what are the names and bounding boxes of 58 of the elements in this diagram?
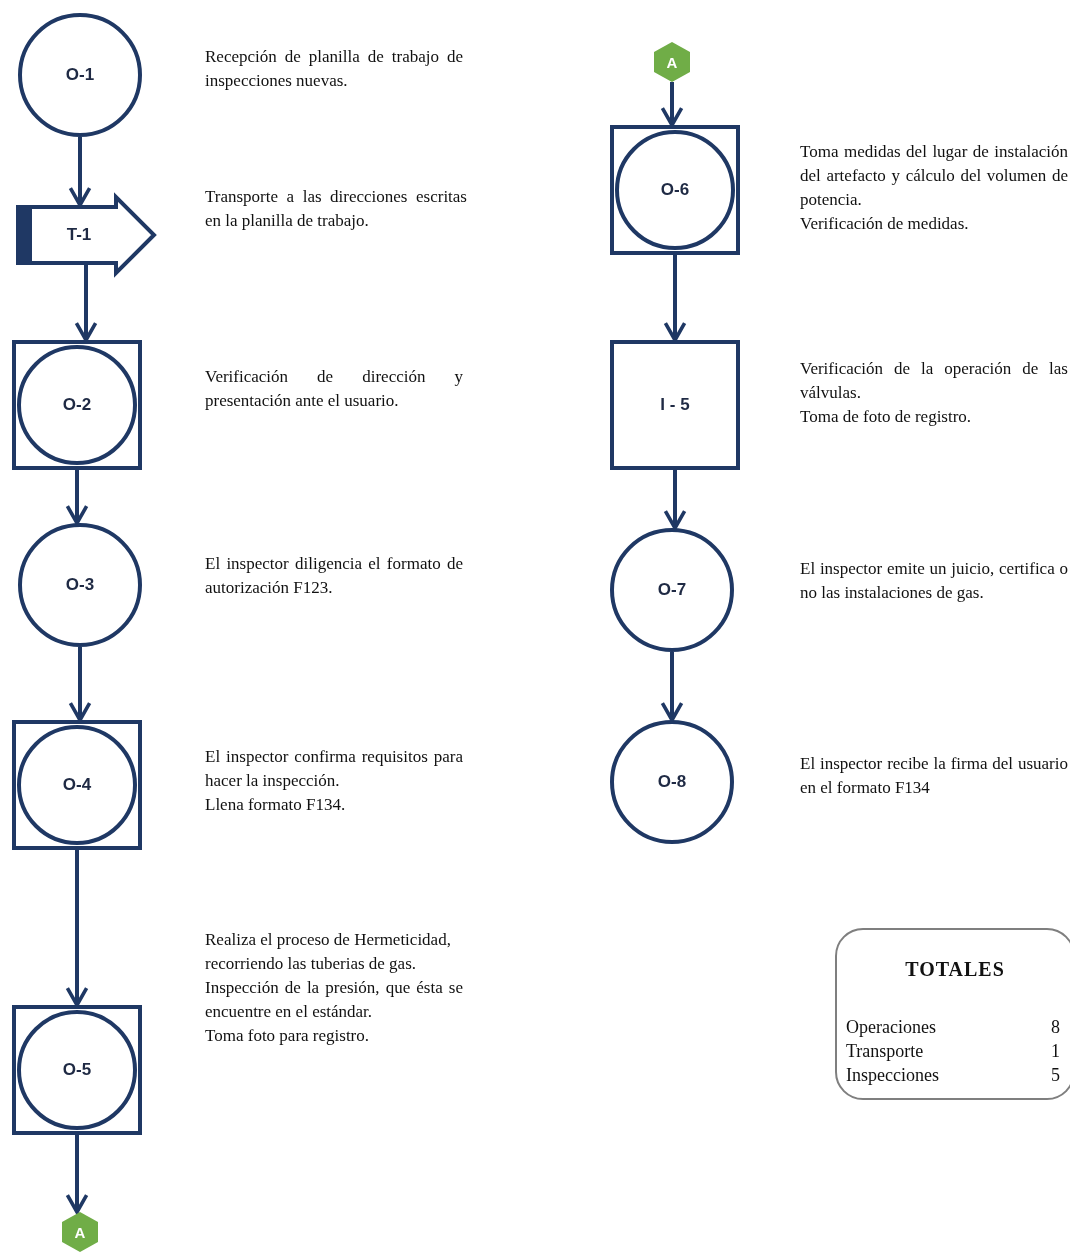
step-description: Toma foto para registro. (205, 1025, 371, 1047)
flow-arrow (660, 652, 684, 722)
total-category: Operaciones (846, 1016, 936, 1039)
symbol-code: O-3 (65, 575, 95, 595)
step-description: Llena formato F134. (205, 794, 347, 816)
total-count: 5 (1051, 1064, 1060, 1087)
symbol-code: O-7 (657, 580, 687, 600)
connector-hexagon (61, 1212, 99, 1252)
operation-circle (18, 13, 142, 137)
flow-arrow (65, 470, 89, 525)
operation-circle (18, 523, 142, 647)
step-description: El inspector recibe la firma del usuario en el formato F134 (800, 753, 1068, 799)
flow-arrow (65, 850, 89, 1007)
step-description: El inspector confirma requisitos para hacer la inspección. (205, 746, 463, 792)
flow-arrow (74, 265, 98, 342)
inspection-square (610, 340, 740, 470)
symbol-code: A (666, 53, 678, 71)
symbol-code: O-4 (62, 775, 92, 795)
step-description: Realiza el proceso de Hermeticidad, (205, 929, 452, 951)
step-description: Toma de foto de registro. (800, 406, 973, 428)
symbol-code: O-6 (660, 180, 690, 200)
total-count: 8 (1051, 1016, 1060, 1039)
transport-arrow (16, 195, 156, 275)
totals-panel (835, 928, 1070, 1100)
symbol-code: O-5 (62, 1060, 92, 1080)
step-description: Transporte a las direcciones escritas en la planilla de trabajo. (205, 186, 467, 232)
symbol-code: O-2 (62, 395, 92, 415)
combined-activity-symbol (12, 720, 142, 850)
flow-arrow (68, 647, 92, 722)
flow-arrow (660, 82, 684, 127)
step-description: Toma medidas del lugar de instalación del artefacto y cálculo del volumen de potencia. (800, 141, 1068, 211)
operation-circle (610, 528, 734, 652)
combined-activity-symbol (12, 340, 142, 470)
total-category: Inspecciones (846, 1064, 939, 1087)
combined-activity-symbol (12, 1005, 142, 1135)
step-description: El inspector diligencia el formato de autorización F123. (205, 553, 463, 599)
step-description: Verificación de medidas. (800, 213, 970, 235)
symbol-code: I - 5 (660, 395, 690, 415)
flow-arrow (68, 137, 92, 207)
step-description: Recepción de planilla de trabajo de inspecciones nuevas. (205, 46, 463, 92)
total-count: 1 (1051, 1040, 1060, 1063)
step-description: Verificación de la operación de las válvulas. (800, 358, 1068, 404)
symbol-code: A (74, 1223, 86, 1241)
step-description: recorriendo las tuberias de gas. (205, 953, 417, 975)
connector-hexagon (653, 42, 691, 82)
total-category: Transporte (846, 1040, 924, 1063)
flow-arrow (65, 1135, 89, 1214)
combined-activity-symbol (610, 125, 740, 255)
symbol-code: O-1 (65, 65, 95, 85)
operation-circle (610, 720, 734, 844)
step-description: Verificación de dirección y presentación ante el usuario. (205, 366, 463, 412)
symbol-code: T-1 (66, 225, 92, 245)
panel-title: TOTALES (905, 958, 1005, 981)
step-description: Inspección de la presión, que ésta se encuentre en el estándar. (205, 977, 463, 1023)
step-description: El inspector emite un juicio, certifica o no las instalaciones de gas. (800, 558, 1068, 604)
flow-arrow (663, 470, 687, 530)
symbol-code: O-8 (657, 772, 687, 792)
flow-arrow (663, 255, 687, 342)
